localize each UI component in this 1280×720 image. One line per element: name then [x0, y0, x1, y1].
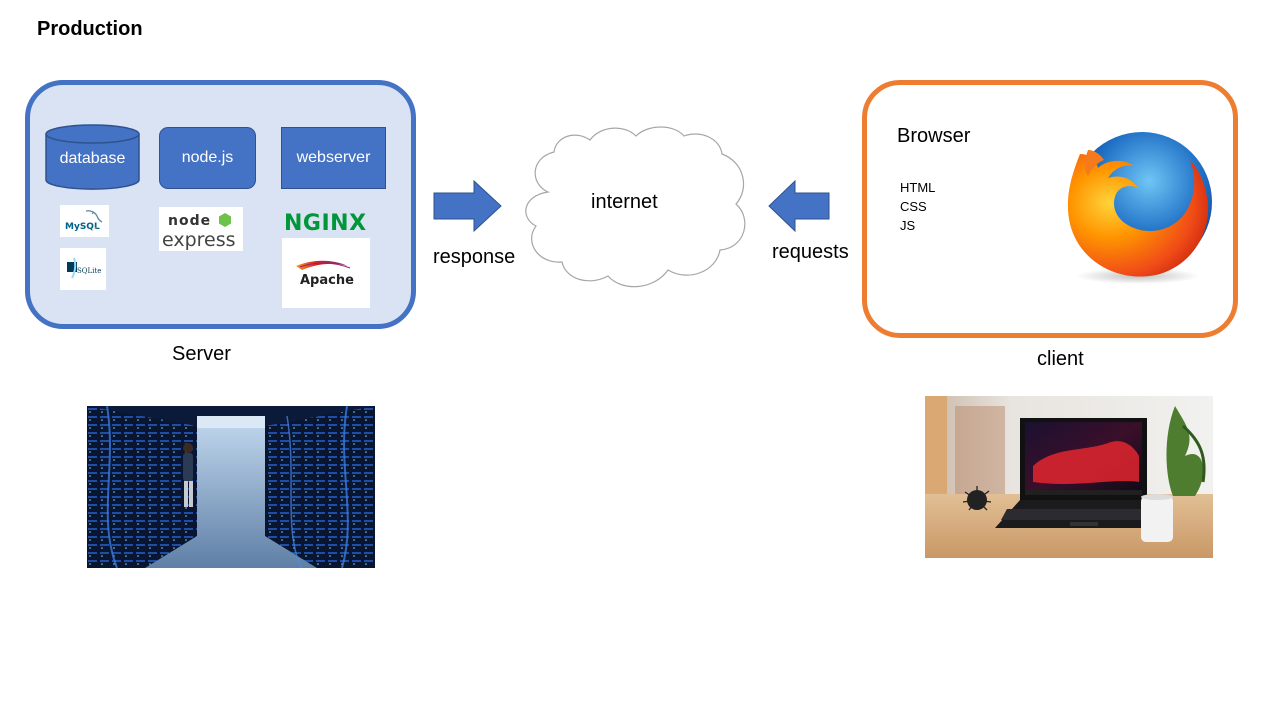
nodejs-node: node.js: [159, 127, 256, 189]
response-label: response: [433, 246, 516, 268]
requests-label: requests: [772, 241, 849, 263]
technology-item: JS: [900, 218, 916, 233]
svg-text:NGINX: NGINX: [284, 211, 367, 236]
internet-label: internet: [591, 191, 658, 213]
server-room-image: [87, 406, 375, 568]
database-label: database: [59, 150, 126, 167]
sqlite-logo-icon: SQLite: [67, 257, 101, 279]
laptop-photo: [925, 396, 1213, 558]
apache-logo: Apache: [282, 238, 370, 308]
svg-text:MySQL: MySQL: [65, 222, 100, 232]
server-room-photo: [87, 406, 375, 568]
cloud-shape-icon: [525, 126, 746, 288]
svg-text:express: express: [162, 229, 236, 251]
firefox-logo-icon: [1067, 132, 1212, 284]
svg-text:node: node: [168, 213, 211, 229]
apache-feather-icon: Apache: [296, 260, 354, 288]
node-express-logo: node express: [159, 207, 243, 251]
svg-text:Apache: Apache: [300, 273, 354, 288]
sqlite-logo: SQLite: [60, 248, 106, 290]
webserver-label: webserver: [296, 149, 371, 166]
database-cylinder-icon: [45, 124, 140, 190]
webserver-node: webserver: [281, 127, 386, 189]
technology-item: CSS: [900, 199, 927, 214]
nginx-logo-icon: NGINX: [284, 211, 367, 236]
server-caption: Server: [172, 343, 231, 365]
laptop-image: [925, 396, 1213, 558]
nginx-logo: NGINX: [284, 207, 370, 237]
node-express-logo-icon: node express: [162, 213, 236, 251]
technology-item: HTML: [900, 180, 936, 195]
svg-text:.: .: [94, 222, 97, 231]
browser-label: Browser: [897, 125, 971, 147]
diagram-title: Production: [37, 18, 143, 40]
svg-text:SQLite: SQLite: [77, 267, 101, 275]
technology-list: HTML CSS JS: [900, 178, 935, 235]
right-arrow-icon: [433, 180, 502, 232]
mysql-logo: MySQL .: [60, 205, 109, 237]
nodejs-label: node.js: [181, 149, 234, 166]
client-caption: client: [1037, 348, 1084, 370]
left-arrow-icon: [768, 180, 830, 232]
database-node: database: [45, 124, 140, 190]
mysql-logo-icon: MySQL .: [65, 210, 103, 232]
